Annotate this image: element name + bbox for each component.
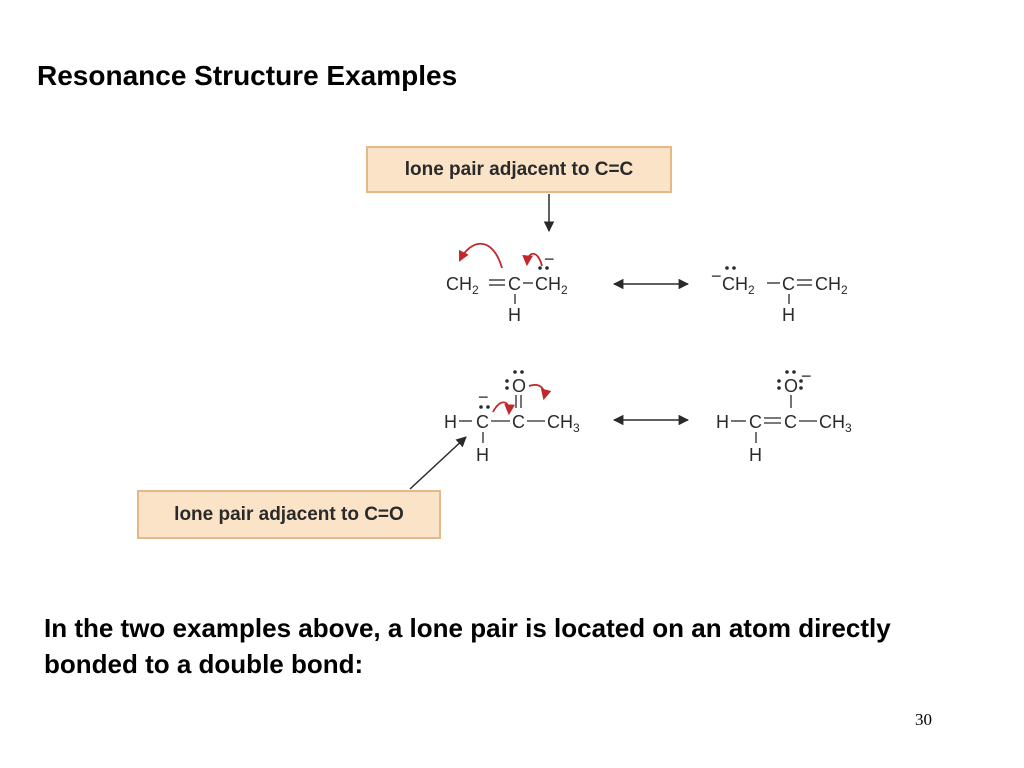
lone-pair-dot	[792, 370, 796, 374]
ex1-left-ch2-group: CH2	[446, 274, 479, 297]
lone-pair-dot	[505, 379, 509, 383]
lone-pair-dot	[777, 379, 781, 383]
example1-left-structure: CH2 C CH2 − H	[446, 243, 568, 325]
callout-lone-pair-cc: lone pair adjacent to C=C	[366, 146, 672, 193]
negative-charge: −	[801, 366, 812, 386]
lone-pair-dot	[785, 370, 789, 374]
curved-arrow	[522, 252, 543, 267]
lone-pair-dot	[513, 370, 517, 374]
lone-pair-dot	[538, 266, 542, 270]
ex2-left-oxygen: O	[512, 376, 526, 396]
ex2-right-enolate-carbon: C	[784, 412, 797, 432]
ex1-left-ch2-anion-group: CH2	[535, 274, 568, 297]
ex1-right-central-carbon: C	[782, 274, 795, 294]
lone-pair-dot	[520, 370, 524, 374]
lone-pair-dot	[545, 266, 549, 270]
lone-pair-dot	[777, 386, 781, 390]
ex2-left-methyl-group: CH3	[547, 412, 580, 435]
ex2-left-carbanion-carbon: C	[476, 412, 489, 432]
lone-pair-dot	[505, 386, 509, 390]
lone-pair-dot	[732, 266, 736, 270]
curved-arrow	[492, 401, 516, 416]
example1-right-structure: − CH2 C CH2 H	[711, 266, 848, 325]
lone-pair-dot	[486, 405, 490, 409]
ex2-right-methyl-group: CH3	[819, 412, 852, 435]
negative-charge: −	[544, 249, 555, 269]
ex2-right-alkene-carbon: C	[749, 412, 762, 432]
ex1-left-hydrogen: H	[508, 305, 521, 325]
lone-pair-dot	[799, 386, 803, 390]
ex2-right-hydrogen-2: H	[749, 445, 762, 465]
curved-arrow	[528, 384, 552, 401]
slide-caption: In the two examples above, a lone pair i…	[44, 613, 891, 679]
lone-pair-dot	[479, 405, 483, 409]
negative-charge: −	[711, 266, 722, 286]
page-number: 30	[915, 710, 932, 729]
ex1-left-central-carbon: C	[508, 274, 521, 294]
ex2-left-hydrogen-2: H	[476, 445, 489, 465]
callout-lone-pair-co: lone pair adjacent to C=O	[137, 490, 441, 539]
ex2-right-hydrogen-1: H	[716, 412, 729, 432]
ex2-left-hydrogen-1: H	[444, 412, 457, 432]
example2-right-structure: H C C O − CH3 H	[716, 366, 852, 465]
ex1-right-hydrogen: H	[782, 305, 795, 325]
ex1-right-ch2-group: CH2	[815, 274, 848, 297]
ex1-right-ch2-anion-group: CH2	[722, 274, 755, 297]
lone-pair-dot	[725, 266, 729, 270]
example2-left-structure: H C − C O CH3 H	[444, 370, 580, 465]
slide-title: Resonance Structure Examples	[37, 60, 458, 91]
lone-pair-dot	[799, 379, 803, 383]
negative-charge: −	[478, 387, 489, 407]
curved-arrow	[459, 243, 503, 269]
callout-bottom-pointer-arrow	[409, 436, 467, 490]
ex2-left-carbonyl-carbon: C	[512, 412, 525, 432]
ex2-right-oxygen: O	[784, 376, 798, 396]
